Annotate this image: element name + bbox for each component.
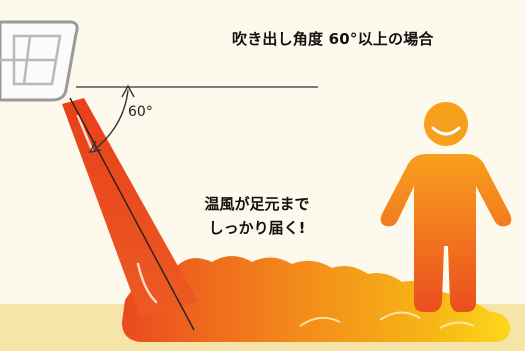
angle-arc — [88, 84, 135, 153]
airflow-beam — [62, 98, 198, 316]
caption-line-1: 温風が足元まで — [204, 195, 310, 213]
angle-label: 60° — [128, 104, 153, 120]
caption: 温風が足元まで しっかり届く! — [172, 192, 342, 240]
airflow-direction-line — [69, 97, 195, 331]
diagram-title: 吹き出し角度 60°以上の場合 — [232, 30, 434, 48]
person-icon — [380, 102, 512, 312]
warm-air-cloud — [122, 256, 511, 342]
caption-line-2: しっかり届く! — [208, 219, 306, 237]
air-conditioner-icon — [0, 20, 79, 102]
